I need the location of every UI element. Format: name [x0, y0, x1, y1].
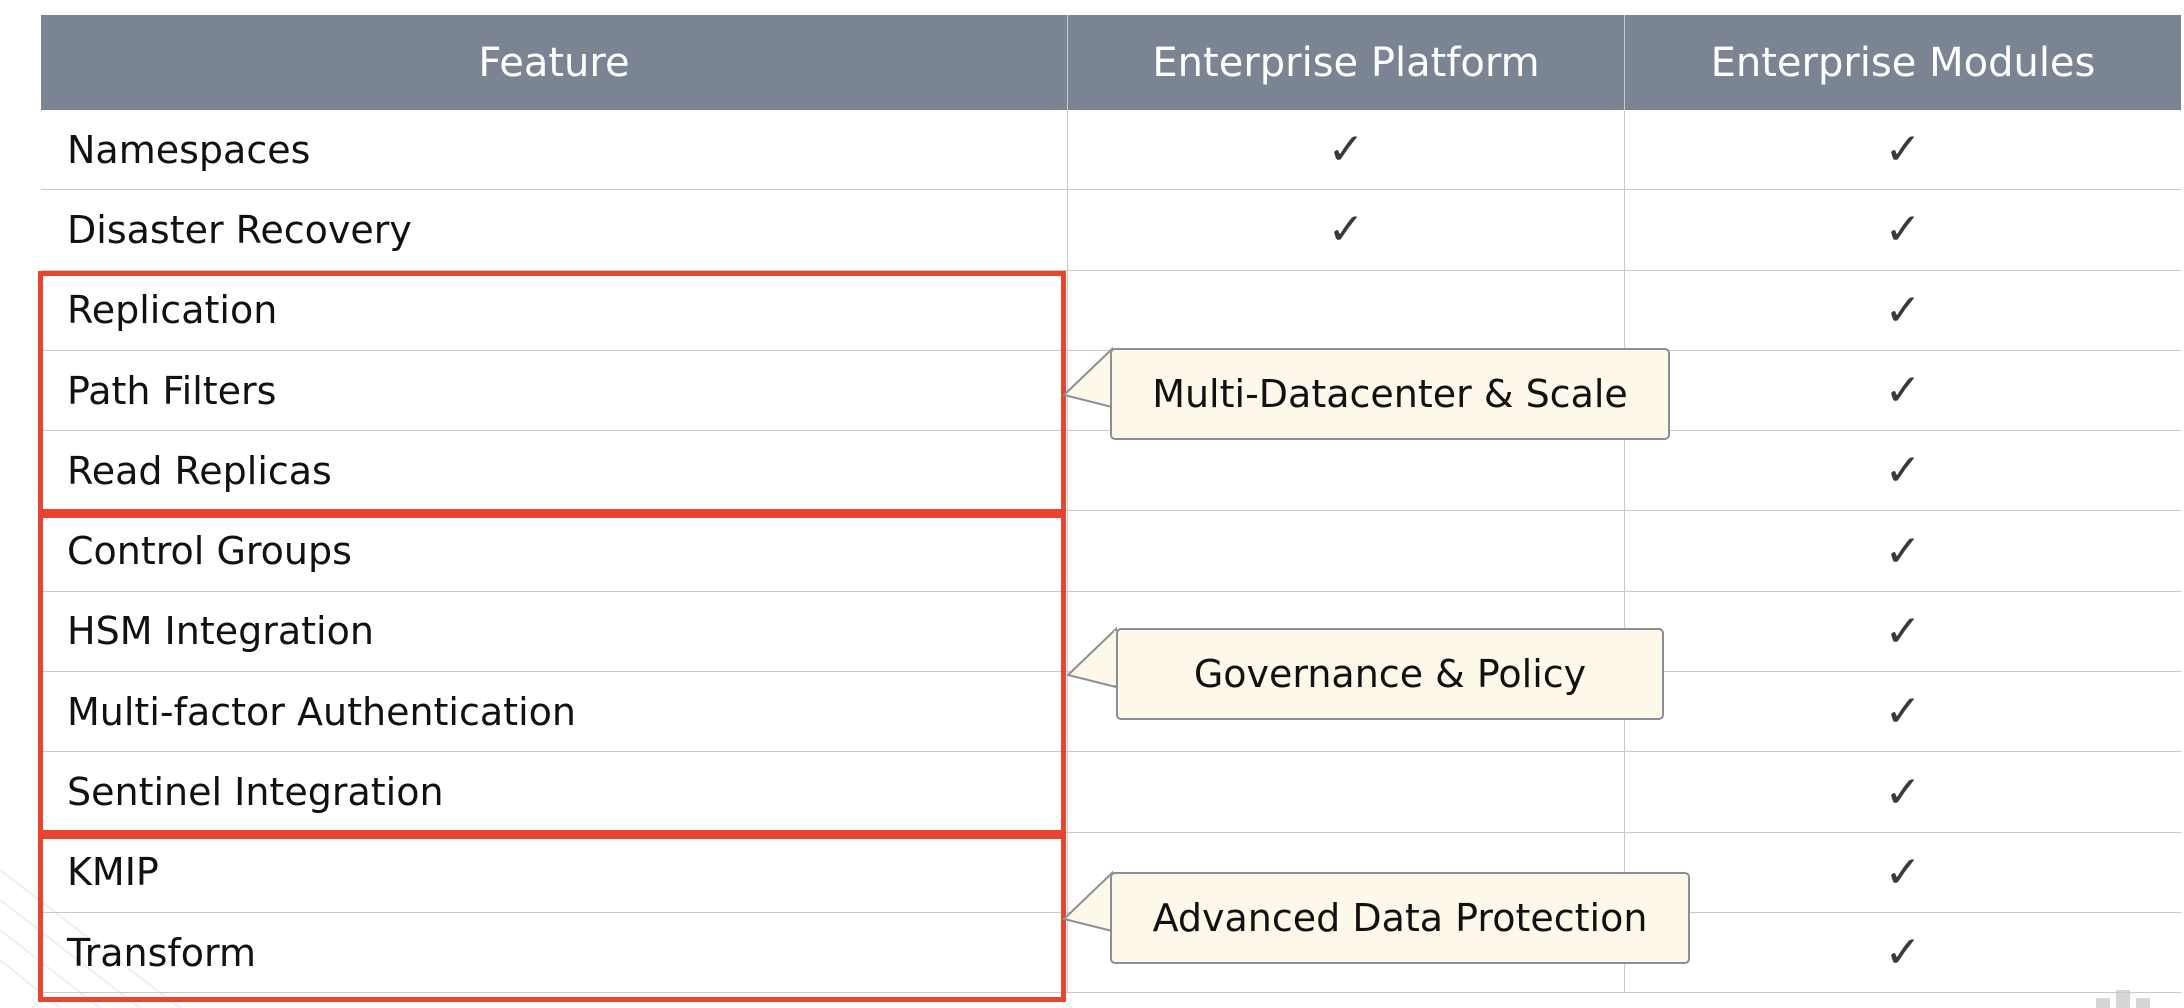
- modules-check-icon: ✓: [1884, 846, 1922, 898]
- feature-name: Path Filters: [41, 350, 1068, 431]
- callout-tail-multi-datacenter: [1062, 346, 1114, 409]
- feature-name: Transform: [41, 912, 1068, 993]
- feature-name: HSM Integration: [41, 591, 1068, 672]
- feature-name: Multi-factor Authentication: [41, 672, 1068, 752]
- table-row: Control Groups ✓: [41, 511, 2181, 592]
- table-header-row: Feature Enterprise Platform Enterprise M…: [41, 15, 2181, 110]
- header-feature: Feature: [41, 15, 1068, 110]
- platform-check-icon: [1068, 511, 1625, 591]
- callout-advanced-data-protection: Advanced Data Protection: [1110, 872, 1690, 964]
- modules-check-icon: ✓: [1884, 445, 1922, 497]
- modules-check-icon: ✓: [1884, 284, 1922, 336]
- modules-check-icon: ✓: [1884, 927, 1922, 979]
- callout-governance-policy: Governance & Policy: [1116, 628, 1664, 720]
- table-row: Sentinel Integration ✓: [41, 752, 2181, 833]
- modules-check-icon: ✓: [1884, 124, 1922, 176]
- table-row: Read Replicas ✓: [41, 431, 2181, 512]
- modules-check-icon: ✓: [1884, 686, 1922, 738]
- modules-check-icon: ✓: [1884, 525, 1922, 577]
- header-enterprise-platform: Enterprise Platform: [1068, 15, 1625, 110]
- modules-check-icon: ✓: [1884, 766, 1922, 818]
- table-row: Disaster Recovery ✓ ✓: [41, 190, 2181, 271]
- table-row: Namespaces ✓ ✓: [41, 110, 2181, 191]
- modules-check-icon: ✓: [1884, 365, 1922, 417]
- header-enterprise-modules: Enterprise Modules: [1710, 39, 2096, 86]
- feature-name: Namespaces: [41, 110, 1068, 190]
- feature-name: Disaster Recovery: [41, 190, 1068, 270]
- platform-check-icon: [1068, 431, 1625, 511]
- callout-tail-data-protection: [1062, 870, 1114, 933]
- platform-check-icon: ✓: [1068, 190, 1625, 270]
- callout-tail-governance: [1066, 626, 1118, 689]
- platform-check-icon: [1068, 752, 1625, 832]
- platform-check-icon: ✓: [1068, 110, 1625, 190]
- feature-name: KMIP: [41, 832, 1068, 912]
- platform-check-icon: [1068, 270, 1625, 350]
- callout-multi-datacenter-scale: Multi-Datacenter & Scale: [1110, 348, 1670, 440]
- table-row: Transform ✓: [41, 912, 2181, 994]
- feature-name: Read Replicas: [41, 431, 1068, 511]
- feature-name: Control Groups: [41, 511, 1068, 591]
- modules-check-icon: ✓: [1884, 204, 1922, 256]
- feature-name: Sentinel Integration: [41, 752, 1068, 832]
- table-row: Replication ✓: [41, 270, 2181, 351]
- feature-name: Replication: [41, 270, 1068, 350]
- modules-check-icon: ✓: [1884, 605, 1922, 657]
- table-row: Multi-factor Authentication ✓: [41, 672, 2181, 753]
- feature-comparison-table: Feature Enterprise Platform Enterprise M…: [41, 15, 2181, 994]
